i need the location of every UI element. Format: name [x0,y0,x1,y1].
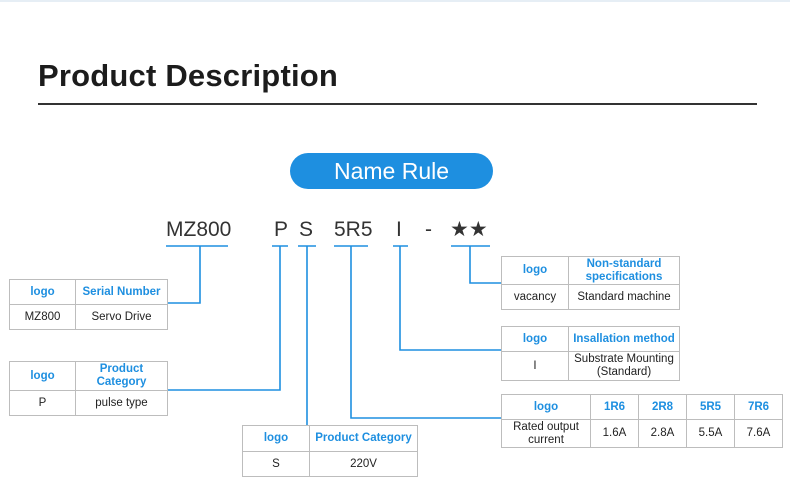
table-cell: Standard machine [568,284,680,310]
code-dash: - [425,218,432,241]
table-cell: I [501,351,569,381]
table-cell: Servo Drive [75,304,168,330]
table-cell: pulse type [75,390,168,416]
installation-method-table: logo Insallation method I Substrate Moun… [501,326,680,381]
table-cell: Rated output current [501,419,591,448]
top-divider [0,0,790,2]
table-header-row: logo 1R6 2R8 5R5 7R6 [501,394,783,420]
table-row: MZ800 Servo Drive [9,304,168,330]
table-header-row: logo Product Category [9,361,168,391]
page-title: Product Description [38,58,339,93]
product-category-s-table: logo Product Category S 220V [242,425,418,477]
leader-current [334,245,501,419]
code-s: S [299,218,314,241]
serial-number-table: logo Serial Number MZ800 Servo Drive [9,279,168,330]
table-cell: Substrate Mounting (Standard) [568,351,680,381]
table-cell: 7.6A [734,419,783,448]
table-row: vacancy Standard machine [501,284,680,310]
name-rule-badge: Name Rule [290,153,493,189]
table-cell: P [9,390,76,416]
table-row: S 220V [242,451,418,477]
header-cell: logo [9,361,76,391]
header-cell: 1R6 [590,394,639,420]
header-cell: 2R8 [638,394,687,420]
table-cell: 5.5A [686,419,735,448]
table-cell: 220V [309,451,418,477]
rated-current-table: logo 1R6 2R8 5R5 7R6 Rated output curren… [501,394,783,448]
header-cell: logo [501,256,569,285]
table-cell: 2.8A [638,419,687,448]
code-series: MZ800 [166,218,232,241]
header-cell: logo [501,394,591,420]
product-category-p-table: logo Product Category P pulse type [9,361,168,416]
header-cell: logo [501,326,569,352]
code-install: I [396,218,402,241]
header-cell: Product Category [75,361,168,391]
table-cell: S [242,451,310,477]
code-current: 5R5 [334,218,373,241]
leader-series [166,245,228,304]
table-cell: MZ800 [9,304,76,330]
table-row: Rated output current 1.6A 2.8A 5.5A 7.6A [501,419,783,448]
table-cell: vacancy [501,284,569,310]
title-underline [38,103,757,105]
table-header-row: logo Insallation method [501,326,680,352]
header-cell: 7R6 [734,394,783,420]
header-cell: Serial Number [75,279,168,305]
table-row: P pulse type [9,390,168,416]
header-cell: Non-standard specifications [568,256,680,285]
code-p: P [274,218,289,241]
leader-p [167,245,288,391]
header-cell: Product Category [309,425,418,452]
leader-stars [451,245,501,284]
header-cell: logo [242,425,310,452]
header-cell: Insallation method [568,326,680,352]
non-standard-spec-table: logo Non-standard specifications vacancy… [501,256,680,310]
table-header-row: logo Product Category [242,425,418,452]
leader-s [298,245,316,425]
header-cell: logo [9,279,76,305]
table-row: I Substrate Mounting (Standard) [501,351,680,381]
header-cell: 5R5 [686,394,735,420]
table-cell: 1.6A [590,419,639,448]
table-header-row: logo Serial Number [9,279,168,305]
leader-install [393,245,501,351]
table-header-row: logo Non-standard specifications [501,256,680,285]
code-stars: ★★ [450,218,488,241]
